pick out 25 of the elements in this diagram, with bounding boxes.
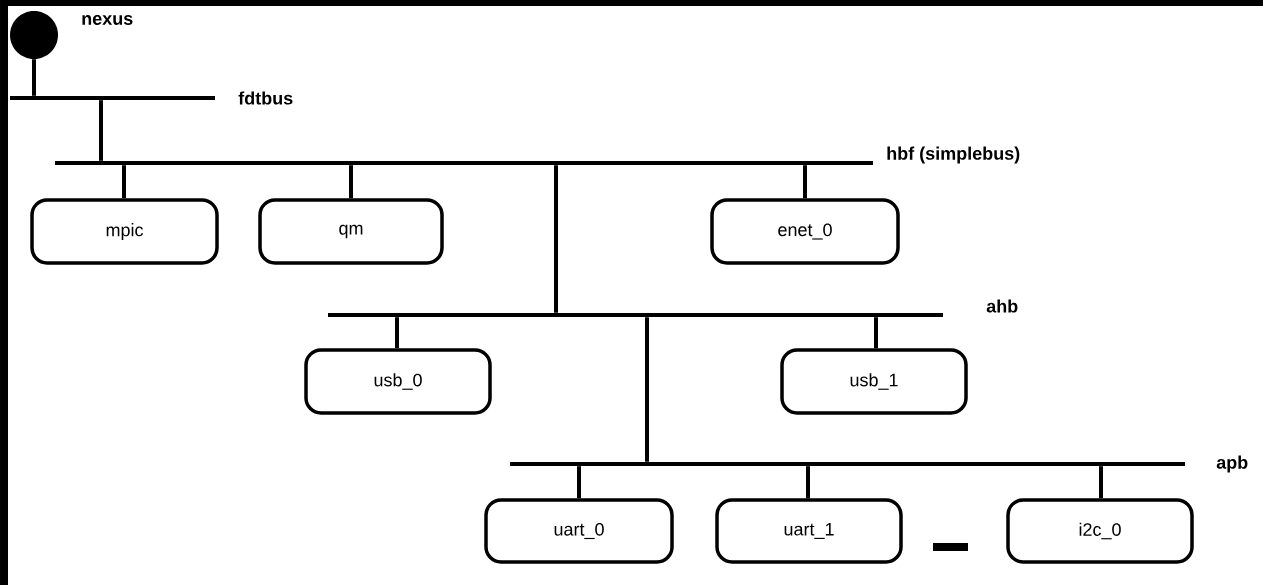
device-box: i2c_0 [1006,498,1194,564]
connector-line [577,466,581,499]
connector-line [99,100,103,161]
connector-line [806,466,810,499]
connector-line [32,59,36,96]
connector-line [349,165,353,199]
connector-line [122,165,126,199]
connector-line [1099,466,1103,499]
bus-label: apb [1216,455,1248,473]
device-box: enet_0 [710,198,900,265]
device-box: mpic [30,198,219,265]
device-box: uart_0 [484,498,674,564]
bus-label: fdtbus [238,91,293,105]
connector-line [803,165,807,199]
device-box: uart_1 [715,498,903,564]
root-label: nexus [82,15,133,25]
device-box: qm [258,198,444,265]
bus-label: ahb [986,299,1018,313]
connector-line [395,317,399,349]
device-box: usb_0 [304,348,492,415]
device-box: usb_1 [780,348,968,415]
connector-line [554,165,558,313]
bus-label: hbf (simplebus) [887,146,1020,164]
connector-line [874,317,878,349]
connector-line [645,317,649,462]
